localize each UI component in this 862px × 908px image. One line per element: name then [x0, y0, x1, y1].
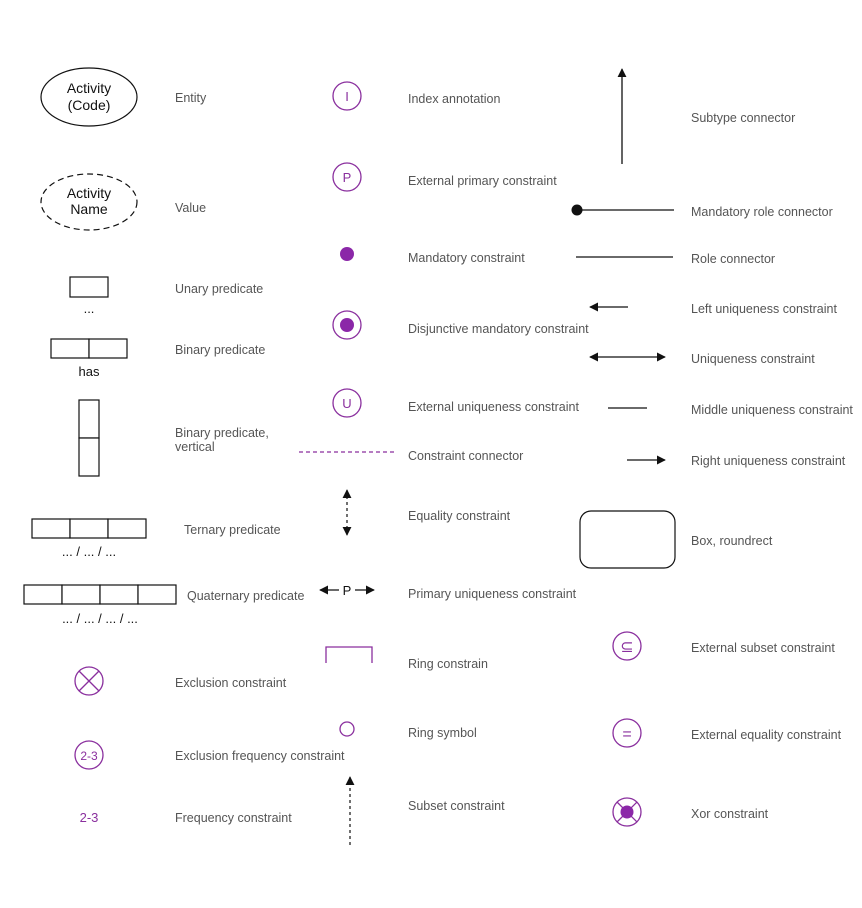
- binary-predicate-shape: has: [50, 338, 128, 379]
- right-uniqueness-constraint-label: Right uniqueness constraint: [691, 454, 846, 468]
- mandatory-constraint-icon: [340, 247, 354, 261]
- ternary-predicate-label: Ternary predicate: [184, 523, 281, 537]
- external-primary-constraint-label: External primary constraint: [408, 174, 557, 188]
- binary-predicate-label: Binary predicate: [175, 343, 265, 357]
- quaternary-role-2: [61, 584, 101, 605]
- exclusion-frequency-constraint-label: Exclusion frequency constraint: [175, 749, 345, 763]
- external-subset-symbol-text: ⊆: [620, 639, 633, 656]
- role-connector-label: Role connector: [691, 252, 775, 266]
- primary-uniqueness-constraint-icon: P: [319, 583, 375, 598]
- equality-constraint-label: Equality constraint: [408, 509, 511, 523]
- value-shape: Activity Name: [40, 173, 138, 231]
- exclusion-frequency-constraint-icon: 2-3: [74, 740, 104, 770]
- frequency-constraint-symbol-text: 2-3: [80, 810, 99, 825]
- mandatory-constraint-label: Mandatory constraint: [408, 251, 525, 265]
- exclusion-constraint-label: Exclusion constraint: [175, 676, 287, 690]
- exclusion-constraint-icon: [74, 666, 104, 696]
- unary-predicate-box: [69, 276, 109, 298]
- unary-predicate-shape: ...: [69, 276, 109, 316]
- disjunctive-mandatory-constraint-label: Disjunctive mandatory constraint: [408, 322, 589, 336]
- external-uniqueness-constraint-icon: U: [332, 388, 362, 418]
- primary-uniqueness-symbol-text: P: [343, 583, 352, 598]
- ternary-role-3: [107, 518, 147, 539]
- unary-predicate-label: Unary predicate: [175, 282, 263, 296]
- uniqueness-constraint-label: Uniqueness constraint: [691, 352, 815, 366]
- quaternary-role-1: [23, 584, 63, 605]
- primary-uniqueness-constraint-label: Primary uniqueness constraint: [408, 587, 577, 601]
- index-annotation-icon: I: [332, 81, 362, 111]
- external-subset-constraint-label: External subset constraint: [691, 641, 835, 655]
- ternary-predicate-shape: ... / ... / ...: [31, 518, 147, 559]
- subset-constraint-label: Subset constraint: [408, 799, 505, 813]
- quaternary-predicate-shape: ... / ... / ... / ...: [23, 584, 177, 626]
- ring-symbol-label: Ring symbol: [408, 726, 477, 740]
- xor-constraint-icon: [612, 797, 642, 827]
- quaternary-predicate-label: Quaternary predicate: [187, 589, 304, 603]
- external-primary-constraint-icon: P: [332, 162, 362, 192]
- external-equality-symbol-text: =: [622, 726, 631, 743]
- external-equality-constraint-icon: =: [612, 718, 642, 748]
- mandatory-role-connector-icon: [571, 204, 674, 216]
- external-uniqueness-constraint-label: External uniqueness constraint: [408, 400, 579, 414]
- binary-vertical-role-1: [78, 399, 100, 439]
- entity-shape: Activity (Code): [40, 67, 138, 127]
- frequency-constraint-label: Frequency constraint: [175, 811, 292, 825]
- ring-symbol-icon: [339, 721, 355, 737]
- binary-predicate-symbol-text: has: [79, 364, 100, 379]
- xor-constraint-label: Xor constraint: [691, 807, 769, 821]
- exclusion-frequency-symbol-text: 2-3: [80, 749, 98, 763]
- value-label: Value: [175, 201, 206, 215]
- quaternary-predicate-symbol-text: ... / ... / ... / ...: [62, 611, 138, 626]
- quaternary-role-3: [99, 584, 139, 605]
- index-annotation-label: Index annotation: [408, 92, 500, 106]
- binary-predicate-role-2: [88, 338, 128, 359]
- subtype-connector-label: Subtype connector: [691, 111, 795, 125]
- external-primary-symbol-text: P: [343, 170, 352, 185]
- entity-symbol-line1: Activity: [67, 80, 111, 96]
- value-ellipse: [40, 173, 138, 231]
- binary-predicate-role-1: [50, 338, 90, 359]
- binary-predicate-vertical-label-line2: vertical: [175, 440, 215, 454]
- box-roundrect-shape: [579, 510, 676, 569]
- disjunctive-mandatory-constraint-icon: [332, 310, 362, 340]
- ternary-predicate-symbol-text: ... / ... / ...: [62, 544, 116, 559]
- binary-vertical-role-2: [78, 437, 100, 477]
- left-uniqueness-constraint-label: Left uniqueness constraint: [691, 302, 837, 316]
- binary-predicate-vertical-shape: [78, 399, 100, 477]
- entity-ellipse: [40, 67, 138, 127]
- ring-constrain-label: Ring constrain: [408, 657, 488, 671]
- unary-predicate-symbol-text: ...: [84, 301, 95, 316]
- external-subset-constraint-icon: ⊆: [612, 631, 642, 661]
- ternary-role-1: [31, 518, 71, 539]
- entity-label: Entity: [175, 91, 207, 105]
- entity-symbol-line2: (Code): [68, 97, 111, 113]
- ring-constrain-bracket: [325, 646, 373, 663]
- binary-predicate-vertical-label-line1: Binary predicate,: [175, 426, 269, 440]
- ternary-role-2: [69, 518, 109, 539]
- index-annotation-symbol-text: I: [345, 89, 349, 104]
- external-equality-constraint-label: External equality constraint: [691, 728, 842, 742]
- external-uniqueness-symbol-text: U: [342, 396, 351, 411]
- box-roundrect-label: Box, roundrect: [691, 534, 773, 548]
- quaternary-role-4: [137, 584, 177, 605]
- mandatory-role-connector-label: Mandatory role connector: [691, 205, 833, 219]
- value-symbol-line2: Name: [70, 201, 108, 217]
- middle-uniqueness-constraint-label: Middle uniqueness constraint: [691, 403, 853, 417]
- value-symbol-line1: Activity: [67, 185, 111, 201]
- constraint-connector-label: Constraint connector: [408, 449, 523, 463]
